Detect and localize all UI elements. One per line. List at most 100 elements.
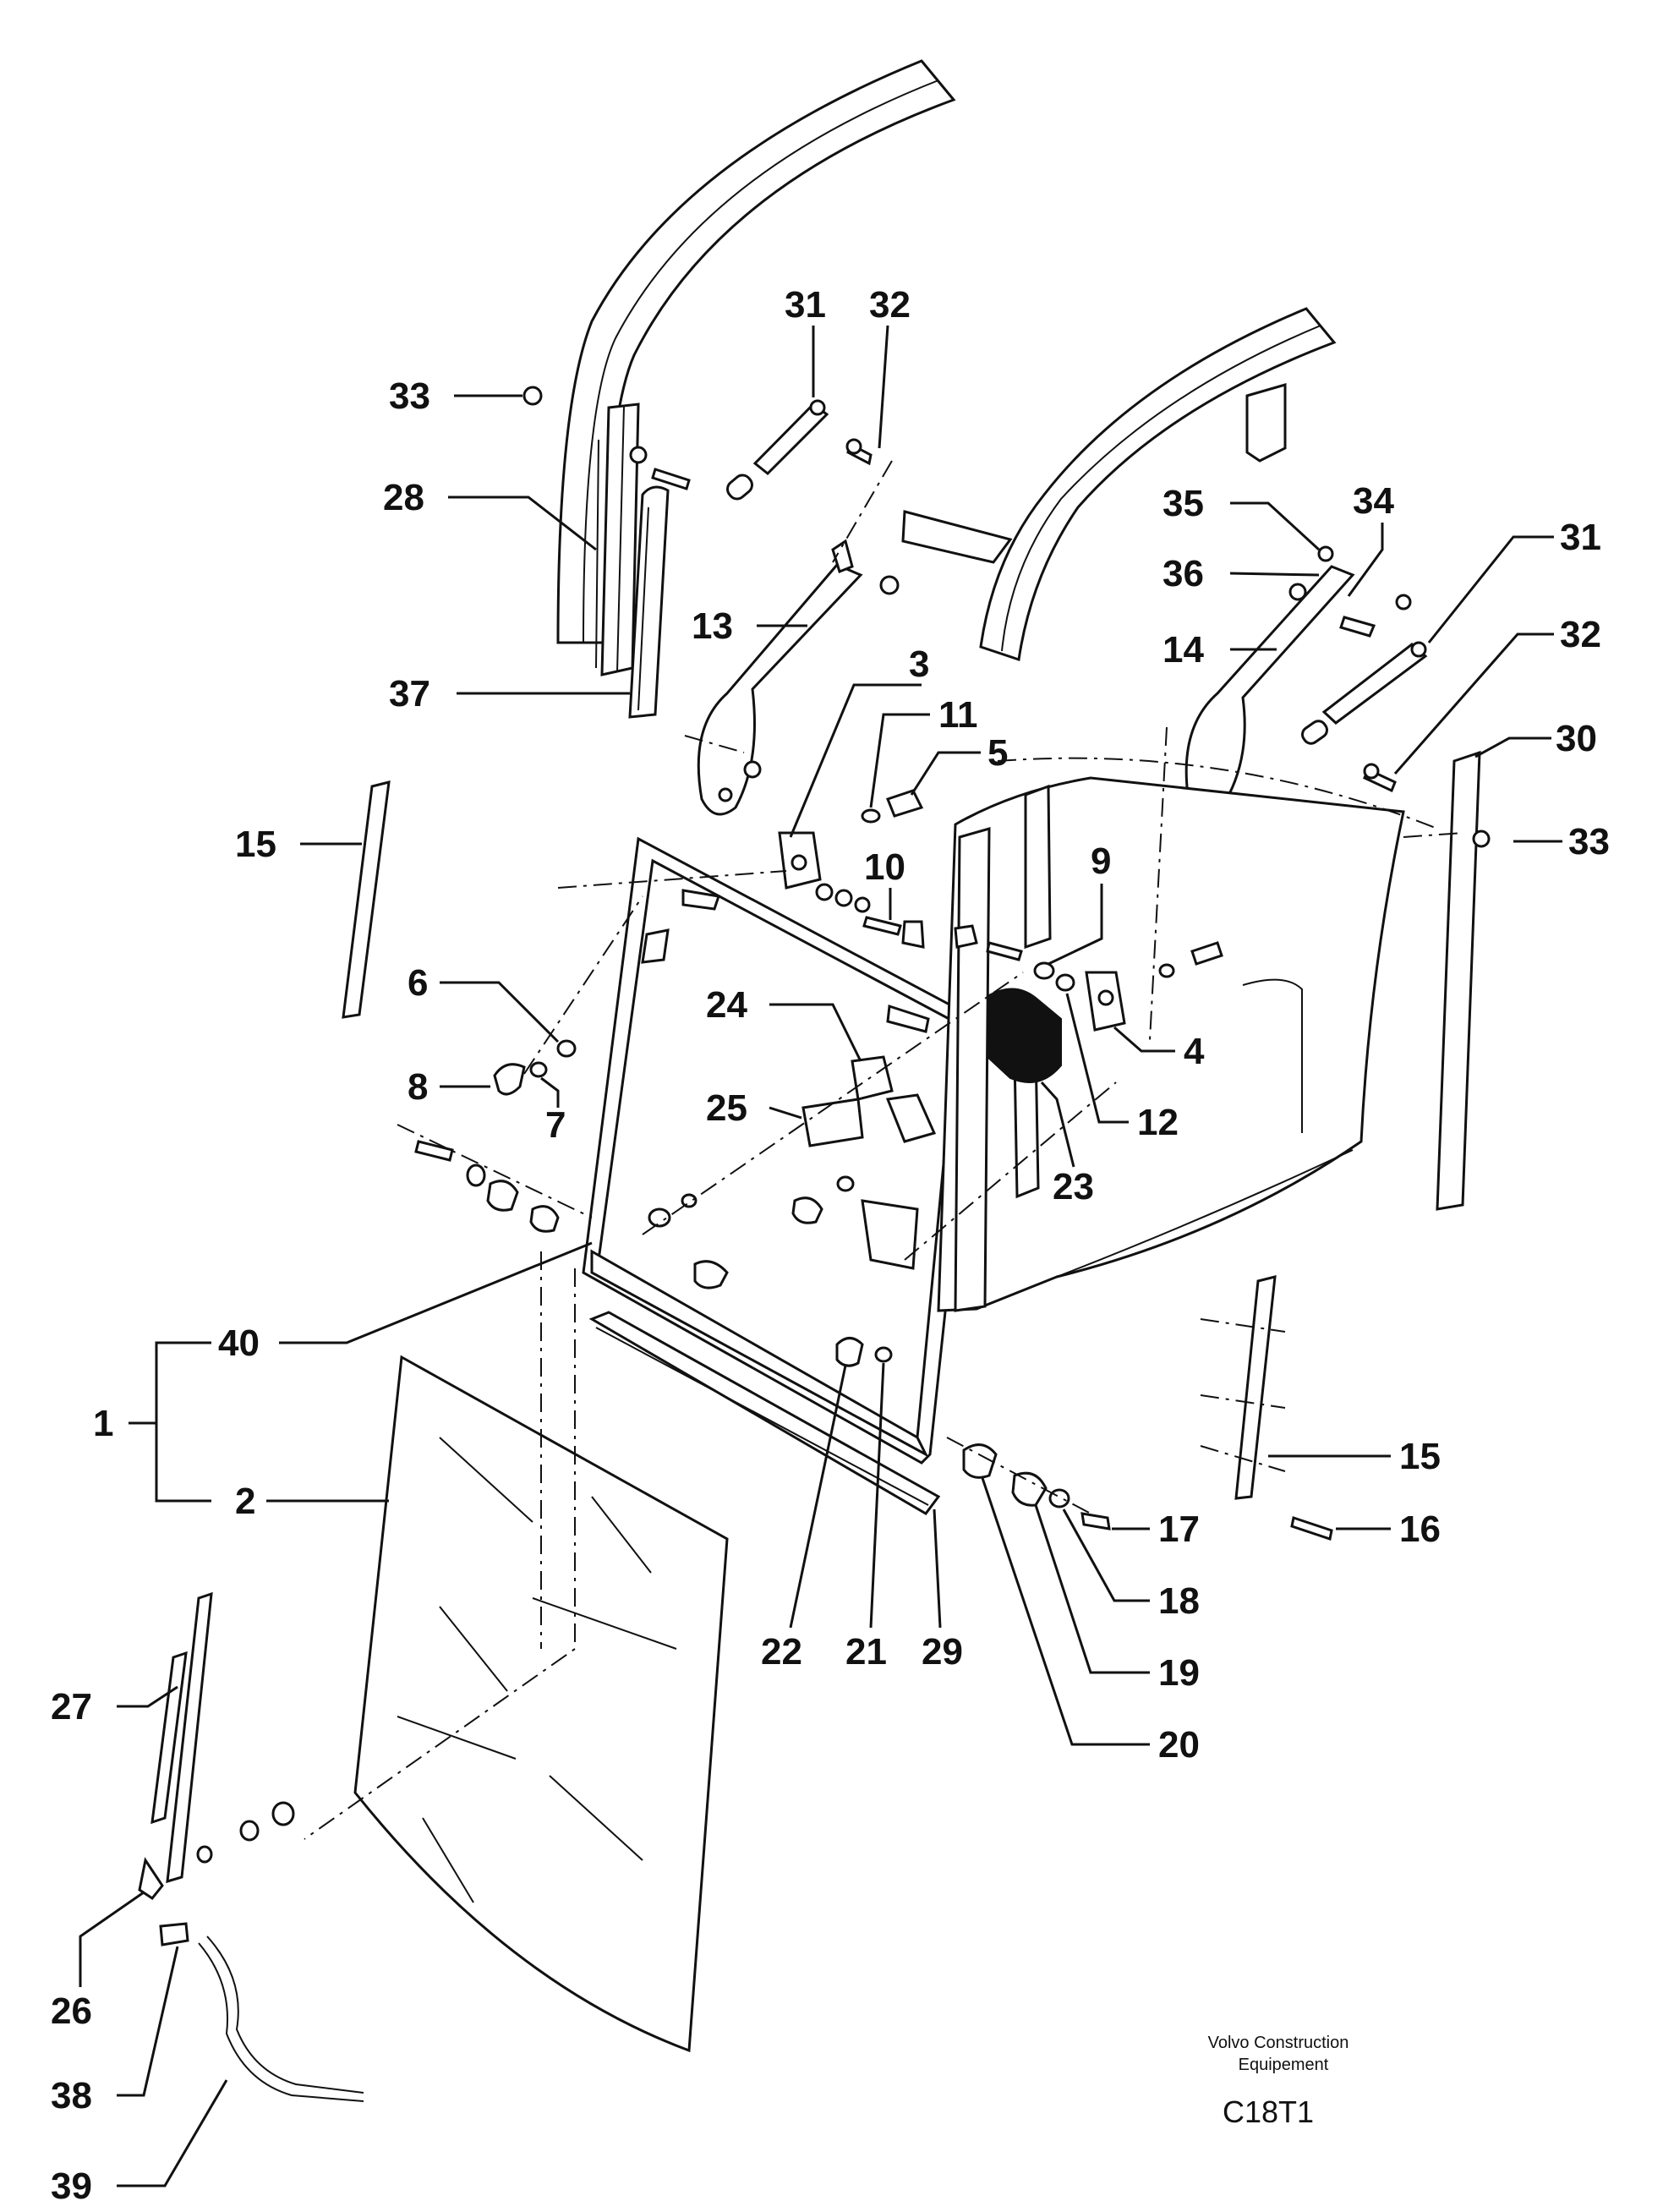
parts-drawing xyxy=(138,59,1491,2102)
leader-line xyxy=(869,713,930,808)
callout-31: 31 xyxy=(1560,517,1601,558)
cab-rear-body xyxy=(861,776,1405,1312)
manufacturer-subtitle: Equipement xyxy=(1239,2056,1329,2074)
door-frame xyxy=(582,836,978,1465)
trim-strip-right xyxy=(1234,1275,1333,1541)
hardware-lower-left xyxy=(414,1140,855,1289)
leader-line xyxy=(981,1477,1150,1746)
gas-strut-right xyxy=(1301,641,1428,745)
leader-line xyxy=(117,1685,178,1708)
callout-39: 39 xyxy=(51,2165,92,2207)
callout-12: 12 xyxy=(1137,1102,1179,1143)
latch-upper-left xyxy=(778,831,822,890)
callout-33: 33 xyxy=(389,375,430,417)
callout-40: 40 xyxy=(218,1322,260,1364)
assembly-bracket xyxy=(155,1341,211,1503)
wiper-hardware xyxy=(196,1801,295,1864)
callout-4: 4 xyxy=(1184,1031,1205,1072)
manufacturer-name: Volvo Construction xyxy=(1208,2034,1349,2052)
callout-19: 19 xyxy=(1158,1652,1200,1694)
bottom-seal xyxy=(588,1311,941,1515)
callout-6: 6 xyxy=(408,962,428,1004)
gas-strut-left xyxy=(726,399,829,501)
callout-3: 3 xyxy=(909,643,929,685)
window-strip xyxy=(628,485,670,719)
callout-36: 36 xyxy=(1162,553,1204,594)
trim-strip-rear xyxy=(1436,750,1491,1211)
callout-18: 18 xyxy=(1158,1580,1200,1622)
callout-32: 32 xyxy=(1560,614,1601,655)
hinge-arm-left xyxy=(697,539,900,816)
washer-hose xyxy=(159,1922,364,2102)
leader-line xyxy=(789,683,922,838)
callout-16: 16 xyxy=(1399,1508,1441,1550)
callout-15: 15 xyxy=(235,824,276,865)
leader-line xyxy=(789,1365,847,1629)
leader-line xyxy=(769,1106,802,1120)
glass-pane xyxy=(353,1355,729,2053)
leader-line xyxy=(440,981,560,1043)
hardware-left xyxy=(493,1039,577,1096)
callout-14: 14 xyxy=(1162,629,1204,671)
leader-line xyxy=(869,1362,885,1629)
callout-17: 17 xyxy=(1158,1508,1200,1550)
leader-line xyxy=(1048,884,1103,966)
callout-7: 7 xyxy=(545,1104,566,1146)
callout-33: 33 xyxy=(1568,821,1610,862)
callout-2: 2 xyxy=(235,1481,255,1522)
pin-right xyxy=(1363,763,1397,793)
leader-line xyxy=(878,325,889,449)
callout-11: 11 xyxy=(938,694,978,736)
callout-35: 35 xyxy=(1162,483,1204,524)
callout-13: 13 xyxy=(692,605,733,647)
callout-24: 24 xyxy=(706,984,747,1026)
leader-line xyxy=(448,496,597,551)
callout-29: 29 xyxy=(922,1631,963,1673)
callout-34: 34 xyxy=(1353,480,1394,522)
leader-line xyxy=(1034,1504,1150,1674)
callout-22: 22 xyxy=(761,1631,802,1673)
callout-28: 28 xyxy=(383,477,424,518)
side-weather-seal xyxy=(595,402,640,676)
leader-line xyxy=(540,1076,560,1108)
callout-23: 23 xyxy=(1053,1166,1094,1207)
leader-line xyxy=(933,1508,942,1629)
leader-line xyxy=(769,1003,862,1062)
right-cab-pillar xyxy=(901,307,1337,661)
leader-line xyxy=(1040,1081,1075,1168)
leader-line xyxy=(1113,1026,1175,1053)
callout-31: 31 xyxy=(785,284,826,326)
callout-25: 25 xyxy=(706,1087,747,1129)
screw-set-33-left xyxy=(522,386,691,490)
callouts: 33 31 32 28 37 13 35 34 36 31 14 32 xyxy=(51,284,1610,2207)
latch-right xyxy=(1085,971,1126,1032)
drawing-code: C18T1 xyxy=(1223,2094,1314,2129)
leader-line xyxy=(1229,572,1320,577)
assembly-centerlines xyxy=(304,460,1463,1840)
callout-30: 30 xyxy=(1556,718,1597,759)
hardware-upper xyxy=(815,789,1223,992)
leader-line xyxy=(117,2079,228,2187)
leader-line xyxy=(1065,993,1129,1124)
pin-left xyxy=(845,438,873,466)
callout-37: 37 xyxy=(389,673,430,715)
leader-line xyxy=(1427,535,1554,643)
callout-20: 20 xyxy=(1158,1724,1200,1766)
leader-line xyxy=(279,1241,593,1344)
wiper-arm xyxy=(138,1591,213,1901)
leader-line xyxy=(1347,523,1384,597)
leader-line xyxy=(1230,501,1321,551)
trim-strip-left xyxy=(342,780,391,1019)
callout-5: 5 xyxy=(987,732,1008,774)
callout-26: 26 xyxy=(51,1990,92,2032)
callout-15: 15 xyxy=(1399,1436,1441,1477)
leader-line xyxy=(1062,1508,1150,1602)
callout-21: 21 xyxy=(845,1631,887,1673)
callout-27: 27 xyxy=(51,1686,92,1727)
leader-line xyxy=(1474,736,1551,758)
black-seal-block xyxy=(987,988,1062,1083)
leader-line xyxy=(79,1891,145,1987)
callout-8: 8 xyxy=(408,1066,428,1108)
leader-line xyxy=(117,1946,179,2097)
